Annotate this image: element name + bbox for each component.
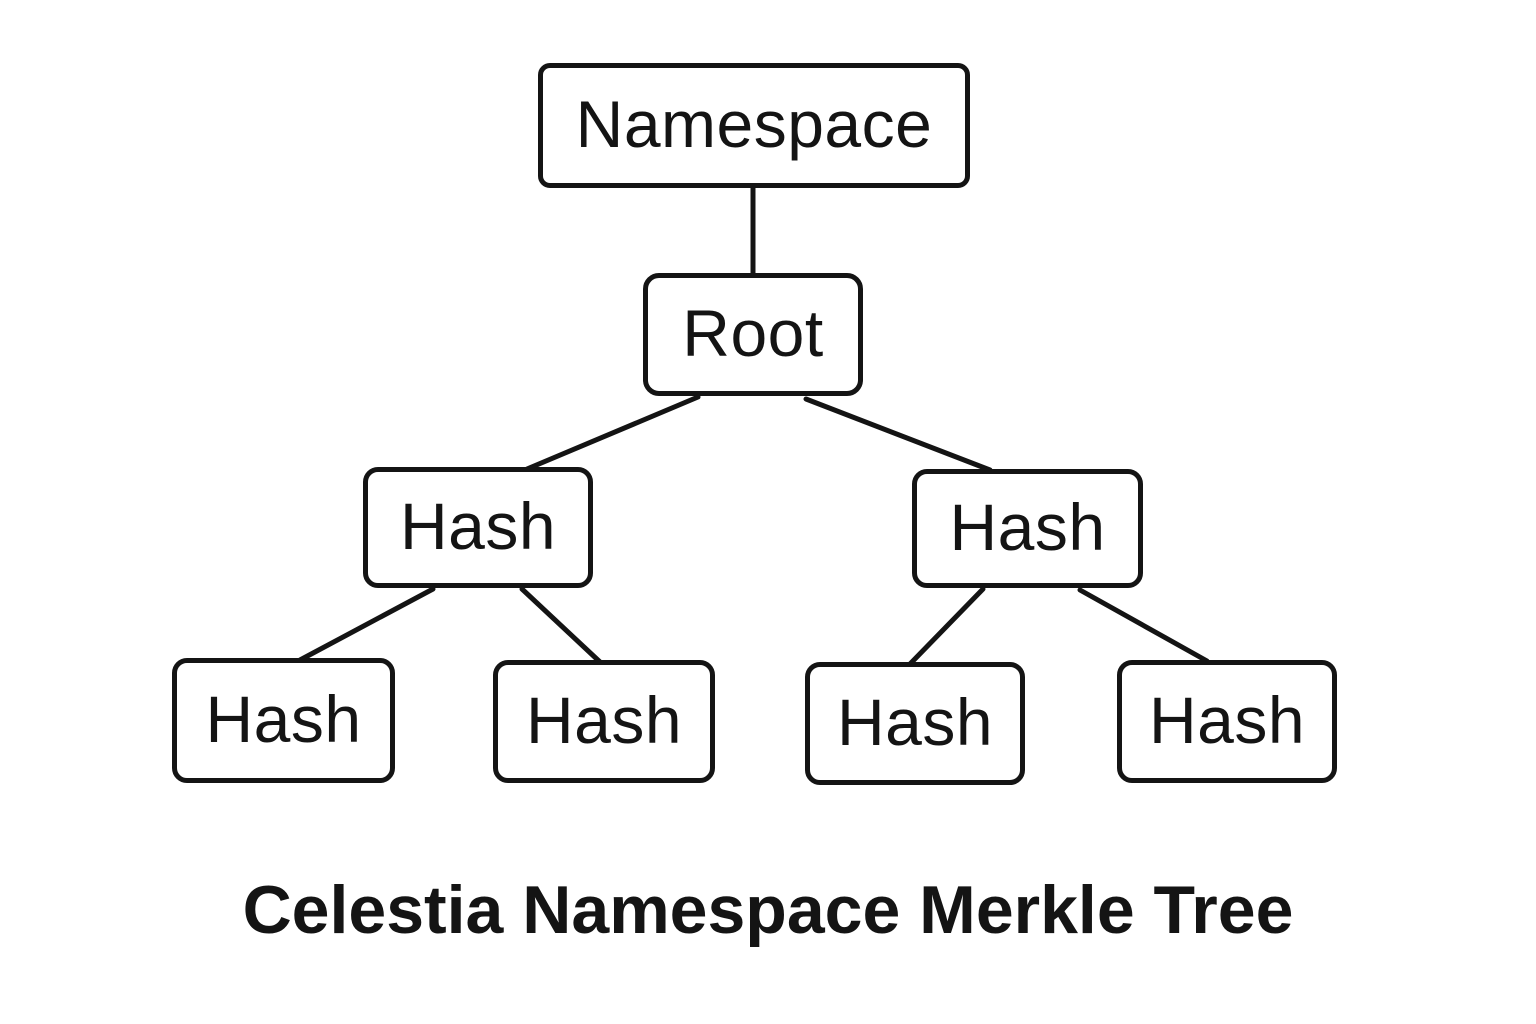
node-namespace-label: Namespace [575, 86, 933, 161]
node-hash-leaf-2: Hash [493, 660, 715, 783]
node-root: Root [643, 273, 863, 396]
node-hash-leaf-4-label: Hash [1148, 682, 1306, 757]
node-root-label: Root [682, 295, 824, 370]
node-hash-leaf-3-label: Hash [836, 684, 994, 759]
edge-hashr-hashrr [1077, 587, 1210, 664]
node-hash-leaf-4: Hash [1117, 660, 1337, 783]
edge-hashr-hashrl [907, 586, 986, 667]
node-hash-leaf-2-label: Hash [525, 682, 683, 757]
node-hash-leaf-3: Hash [805, 662, 1025, 785]
node-hash-leaf-1: Hash [172, 658, 395, 783]
node-hash-left-label: Hash [399, 488, 557, 563]
edge-hashl-hashll [297, 586, 436, 663]
node-hash-leaf-1-label: Hash [205, 681, 362, 756]
diagram-caption: Celestia Namespace Merkle Tree [242, 872, 1294, 948]
node-namespace: Namespace [538, 63, 970, 188]
edge-root-hash-r [803, 396, 993, 473]
edge-root-hash-l [524, 394, 701, 472]
node-hash-right: Hash [912, 469, 1143, 588]
node-hash-right-label: Hash [949, 489, 1106, 564]
node-hash-left: Hash [363, 467, 593, 588]
edge-hashl-hashlr [519, 586, 603, 665]
